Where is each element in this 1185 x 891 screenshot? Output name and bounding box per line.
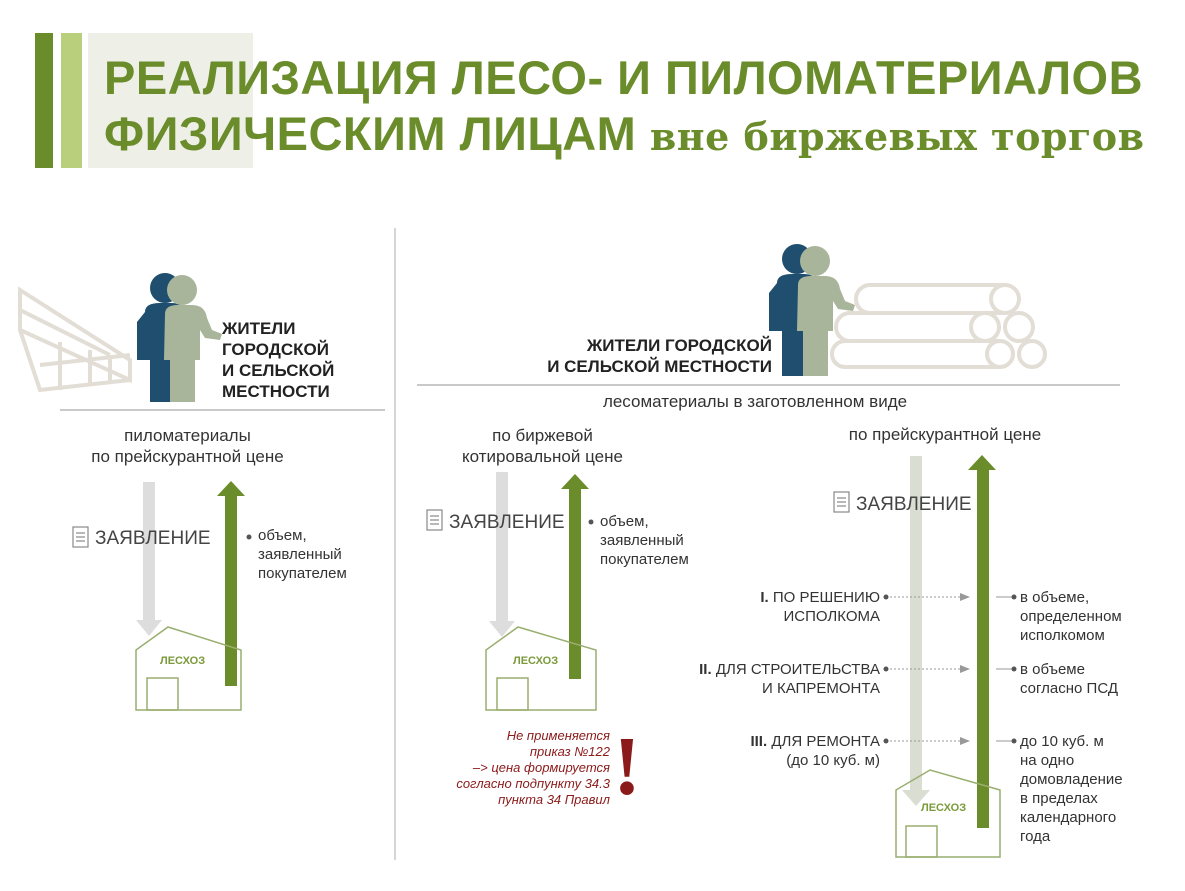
exclamation-mark: ! bbox=[613, 720, 641, 813]
case-connectors bbox=[883, 593, 1017, 745]
mid-up-shaft bbox=[569, 487, 581, 679]
document-icon-mid bbox=[426, 509, 443, 531]
title-line-1: РЕАЛИЗАЦИЯ ЛЕСО- И ПИЛОМАТЕРИАЛОВ bbox=[104, 51, 1144, 104]
exchange-note: Не применяется приказ №122 –> цена форми… bbox=[456, 728, 610, 807]
mid-down-arrowhead bbox=[489, 621, 515, 637]
exchange-volume-label: объем, заявленный покупателем bbox=[600, 513, 689, 568]
people-icon-left bbox=[137, 273, 222, 402]
pricelist-leshoz-label: ЛЕСХОЗ bbox=[921, 802, 967, 814]
left-volume-label: объем, заявленный покупателем bbox=[258, 527, 347, 582]
exchange-application-label: ЗАЯВЛЕНИЕ bbox=[449, 512, 565, 533]
left-up-shaft bbox=[225, 494, 237, 686]
title-bar-bg bbox=[88, 33, 253, 168]
left-up-arrowhead bbox=[217, 481, 245, 496]
mid-leshoz-door bbox=[496, 677, 529, 711]
right-down-arrowhead bbox=[902, 790, 930, 806]
pricelist-price-label: по прейскурантной цене bbox=[848, 425, 1042, 444]
people-icon-right bbox=[769, 244, 855, 376]
document-icon-left bbox=[72, 526, 89, 548]
left-down-shaft bbox=[143, 482, 155, 622]
right-leshoz-house bbox=[895, 769, 1001, 858]
left-application-label: ЗАЯВЛЕНИЕ bbox=[95, 528, 211, 549]
title-line-2a: ФИЗИЧЕСКИМ ЛИЦАМ bbox=[104, 107, 637, 160]
left-leshoz-label: ЛЕСХОЗ bbox=[160, 655, 206, 667]
right-down-shaft bbox=[910, 456, 922, 790]
title-bar-dark bbox=[35, 33, 53, 168]
right-group-label: ЖИТЕЛИ ГОРОДСКОЙ И СЕЛЬСКОЙ МЕСТНОСТИ bbox=[547, 336, 772, 376]
case-1-label: I. ПО РЕШЕНИЮ ИСПОЛКОМА bbox=[760, 589, 880, 625]
case-3-label: III. ДЛЯ РЕМОНТА (до 10 куб. м) bbox=[750, 733, 880, 769]
left-group-label: ЖИТЕЛИ ГОРОДСКОЙ И СЕЛЬСКОЙ МЕСТНОСТИ bbox=[222, 319, 335, 401]
right-up-arrowhead bbox=[968, 455, 996, 470]
title-line-2b: вне биржевых торгов bbox=[649, 114, 1145, 159]
document-icon-right bbox=[833, 491, 850, 513]
title-line-2: ФИЗИЧЕСКИМ ЛИЦАМ вне биржевых торгов bbox=[104, 106, 1145, 161]
left-leshoz-house bbox=[135, 626, 242, 711]
left-material-label: пиломатериалы по прейскурантной цене bbox=[91, 426, 284, 466]
case-1-volume: в объеме, определенном исполкомом bbox=[1020, 589, 1122, 644]
lumber-stack-icon bbox=[18, 286, 132, 393]
mid-bullet-dot bbox=[588, 519, 594, 525]
exchange-leshoz-label: ЛЕСХОЗ bbox=[513, 655, 559, 667]
left-leshoz-door bbox=[146, 677, 179, 711]
pricelist-application-label: ЗАЯВЛЕНИЕ bbox=[856, 494, 972, 515]
mid-up-arrowhead bbox=[561, 474, 589, 489]
mid-leshoz-house bbox=[485, 626, 597, 711]
left-bullet-dot bbox=[246, 534, 252, 540]
log-pile-icon bbox=[830, 283, 1047, 369]
case-3-volume: до 10 куб. м на одно домовладение в пред… bbox=[1020, 733, 1123, 845]
case-2-label: II. ДЛЯ СТРОИТЕЛЬСТВА И КАПРЕМОНТА bbox=[699, 661, 880, 697]
right-material-label: лесоматериалы в заготовленном виде bbox=[602, 392, 908, 411]
right-leshoz-door bbox=[905, 825, 938, 858]
mid-down-shaft bbox=[496, 472, 508, 622]
exchange-price-label: по биржевой котировальной цене bbox=[462, 426, 623, 466]
left-down-arrowhead bbox=[136, 620, 162, 636]
case-2-volume: в объеме согласно ПСД bbox=[1020, 661, 1118, 697]
title-bar-light bbox=[61, 33, 82, 168]
right-up-shaft bbox=[977, 470, 989, 828]
